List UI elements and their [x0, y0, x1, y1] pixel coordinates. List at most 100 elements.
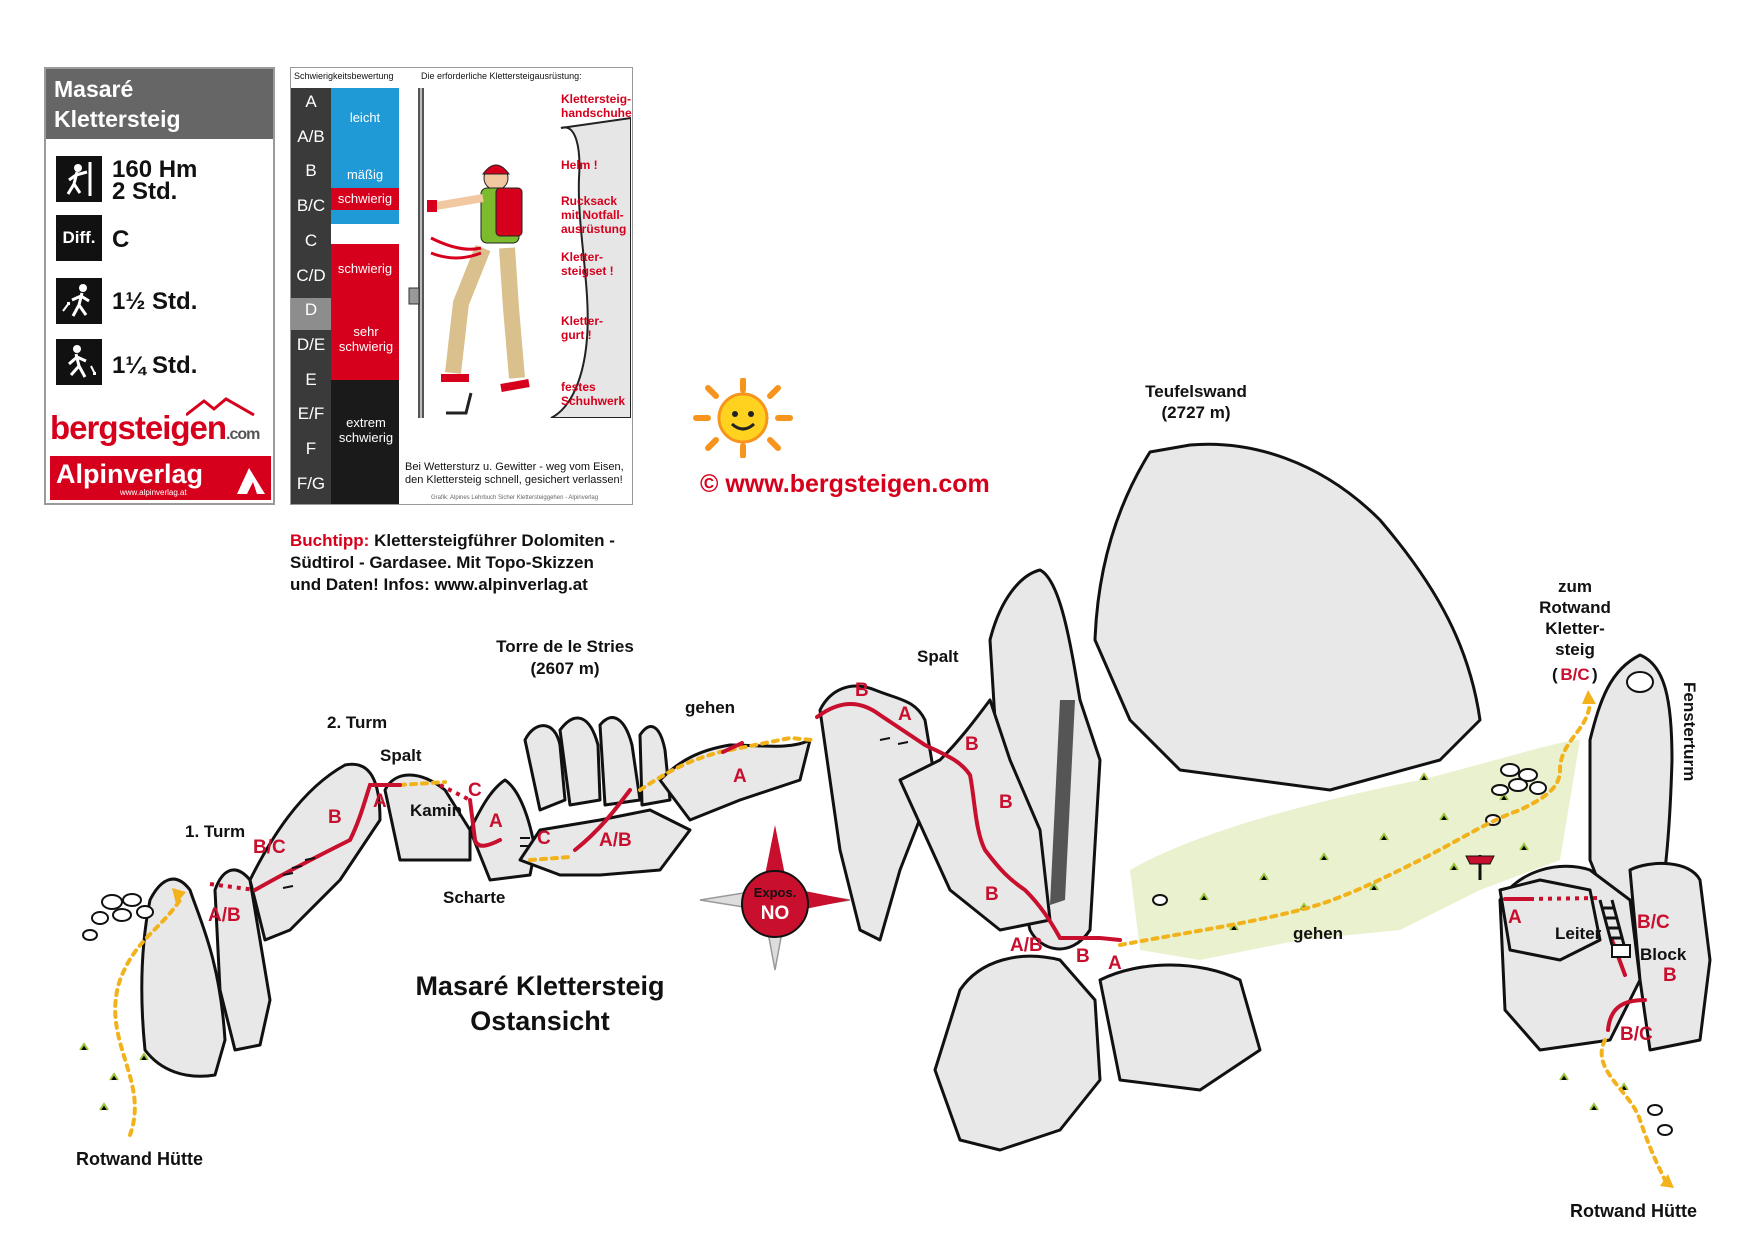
scree-stones	[82, 763, 1673, 1136]
turm2-rock	[248, 762, 382, 942]
main-title-line2: Ostansicht	[470, 1006, 610, 1036]
grade-scale-item: C/D	[296, 265, 326, 285]
torre-rock-2	[558, 716, 602, 807]
scale-heading: Schwierigkeitsbewertung	[294, 71, 394, 81]
grade-label: B	[855, 680, 869, 701]
graphic-credit: Grafik: Alpines Lehrbuch Sicher Kletters…	[431, 495, 599, 501]
difficulty-icon: Diff.	[56, 215, 102, 261]
grade-scale-item: F/G	[296, 473, 326, 493]
torre-rock-4	[638, 725, 672, 807]
route-title-line2: Klettersteig	[54, 106, 181, 132]
label-rotwand: Rotwand	[1539, 598, 1611, 617]
label-zum-grade: B/C	[1560, 665, 1589, 684]
grade-scale-item: F	[305, 439, 317, 458]
turm1-rock	[140, 877, 227, 1078]
turm1-upper-rock	[213, 868, 272, 1052]
iron-pegs	[282, 737, 909, 889]
grade-label: A	[373, 791, 387, 812]
label-gehen1: gehen	[685, 698, 735, 717]
climber-icon	[56, 156, 102, 202]
grade-scale-item: E/F	[297, 404, 325, 424]
trail-arrows	[172, 690, 1674, 1188]
label-teufelswand-alt: (2727 m)	[1162, 403, 1231, 422]
book-tip-label: Buchtipp:	[290, 531, 370, 550]
grade-label: B	[328, 807, 342, 828]
book-tip: Buchtipp: Klettersteigführer Dolomiten -…	[290, 530, 615, 596]
grade-label: A/B	[1010, 935, 1043, 956]
climber-illustration	[408, 88, 631, 418]
grade-label: B	[965, 734, 979, 755]
grade-scale-item: A	[305, 92, 317, 111]
duration: 2 Std.	[112, 178, 178, 205]
label-kletter: Kletter-	[1545, 619, 1605, 638]
label-block: Block	[1640, 945, 1687, 964]
grade-scale-item: D/E	[296, 334, 326, 354]
band-maessig: mäßig	[346, 167, 384, 182]
label-spalt1: Spalt	[380, 746, 422, 765]
label-torre: Torre de le Stries	[496, 637, 634, 656]
info-box-header: Masaré Klettersteig	[46, 69, 273, 139]
label-teufelswand: Teufelswand	[1145, 382, 1247, 401]
gear-heading: Die erforderliche Klettersteigausrüstung…	[421, 71, 582, 81]
chimney-shadow	[1050, 700, 1075, 905]
compass-icon	[699, 825, 851, 971]
grade-scale-item: E	[305, 369, 317, 389]
alpinverlag-logo: Alpinverlag www.alpinverlag.at	[50, 456, 271, 500]
label-fensterturm: Fensterturm	[1680, 682, 1699, 781]
label-paren-close: )	[1592, 665, 1598, 684]
label-paren-open: (	[1552, 665, 1558, 684]
band-sehr-schwierig: sehr schwierig	[338, 324, 394, 354]
grade-label: B/C	[253, 837, 286, 858]
grade-label: A	[1508, 907, 1522, 928]
band-leicht: leicht	[349, 110, 381, 125]
grade-label: A/B	[208, 905, 241, 926]
ladder-icon	[1598, 899, 1626, 946]
label-kamin: Kamin	[410, 801, 462, 820]
label-steig: steig	[1555, 640, 1595, 659]
gear-footwear: festes Schuhwerk	[561, 380, 626, 408]
label-turm2: 2. Turm	[327, 713, 387, 732]
info-box: Masaré Klettersteig 160 Hm 2 Std. Diff. …	[44, 67, 275, 505]
book-tip-line2: Südtirol - Gardasee. Mit Topo-Skizzen	[290, 553, 594, 572]
band-schwierig-1: schwierig	[331, 188, 399, 210]
grade-label: B	[999, 792, 1013, 813]
grade-scale-item: A/B	[297, 126, 325, 146]
grade-label: A	[733, 766, 747, 787]
label-leiter: Leiter	[1555, 924, 1602, 943]
label-zum: zum	[1558, 577, 1592, 596]
grade-label: A/B	[599, 830, 632, 851]
hiker-descent-icon	[56, 339, 102, 385]
block-marker	[1611, 944, 1631, 958]
lower-right-rock	[933, 954, 1102, 1152]
grade-label: B	[1663, 965, 1677, 986]
hiker-approach-icon	[56, 278, 102, 324]
grade-scale-item: B/C	[296, 196, 326, 216]
grade-current-highlight	[291, 298, 331, 330]
mountain-logo-icon	[186, 397, 255, 417]
weather-warning: Bei Wettersturz u. Gewitter - weg vom Ei…	[405, 461, 624, 486]
hiking-trails	[113, 698, 1667, 1182]
grade-label: B/C	[1620, 1024, 1653, 1045]
torre-rock-3	[598, 716, 642, 807]
torre-rock-1	[523, 724, 567, 812]
grade-label: B/C	[1637, 912, 1670, 933]
descent-time: 1¼ Std.	[112, 352, 198, 379]
book-tip-line3: und Daten! Infos: www.alpinverlag.at	[290, 575, 588, 594]
band-red	[331, 244, 399, 380]
route-dotted-sections	[209, 783, 1599, 901]
gear-backpack: Rucksack mit Notfall-ausrüstung	[561, 194, 627, 236]
approach-time: 1½ Std.	[112, 288, 198, 315]
grade-label: B	[985, 884, 999, 905]
grade-label: A	[1108, 953, 1122, 974]
gear-helmet: Helm !	[561, 158, 598, 172]
band-schwierig-2: schwierig	[337, 261, 393, 276]
gear-via-ferrata-set: Kletter-steigset !	[561, 250, 614, 278]
signpost-icon	[1465, 855, 1495, 880]
grade-label: B	[1076, 946, 1090, 967]
height-gain: 160 Hm	[112, 156, 198, 183]
label-torre-alt: (2607 m)	[531, 659, 600, 678]
grade-scale-item: C	[304, 230, 318, 250]
band-extrem-schwierig: extrem schwierig	[338, 415, 394, 445]
compass-label: Expos.	[754, 885, 797, 900]
